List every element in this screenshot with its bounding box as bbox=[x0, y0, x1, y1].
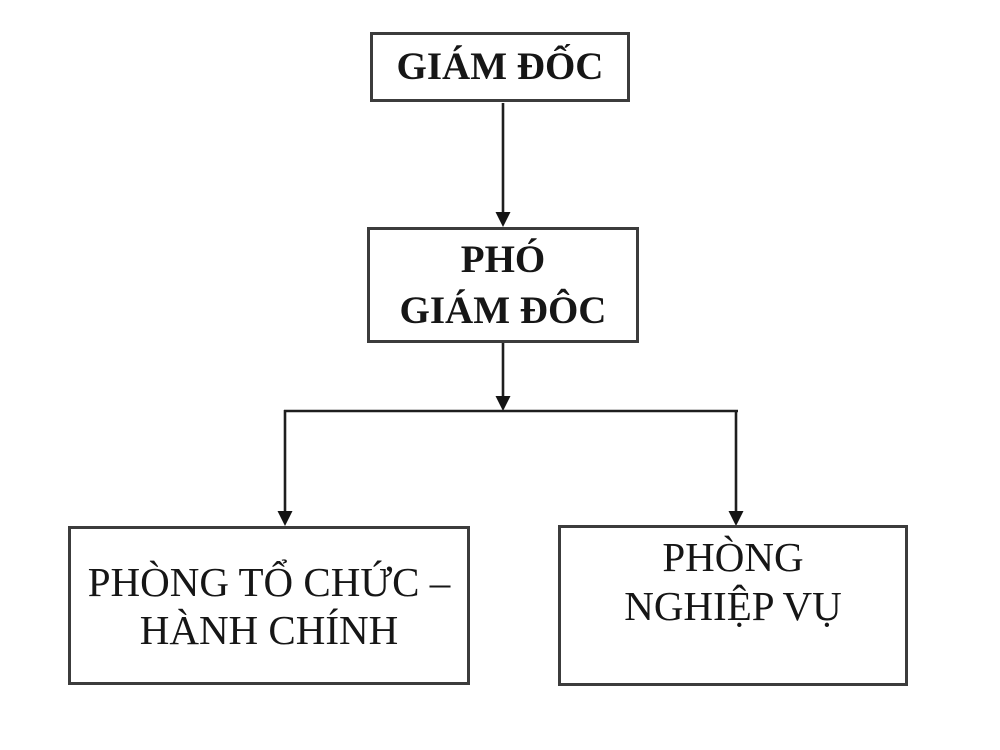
node-phong-to-chuc-label-line2: HÀNH CHÍNH bbox=[139, 606, 399, 653]
arrowhead-admin bbox=[277, 511, 293, 526]
node-pho-giam-doc-label-line1: PHÓ bbox=[460, 238, 546, 281]
arrowhead-junction bbox=[495, 396, 511, 411]
node-phong-nghiep-vu: PHÒNG NGHIỆP VỤ bbox=[558, 525, 908, 686]
node-phong-nghiep-vu-label-line1: PHÒNG bbox=[662, 534, 804, 580]
node-phong-nghiep-vu-label-line2: NGHIỆP VỤ bbox=[624, 583, 842, 629]
node-giam-doc-label: GIÁM ĐỐC bbox=[396, 45, 604, 88]
node-giam-doc: GIÁM ĐỐC bbox=[370, 32, 630, 102]
arrowhead-professional bbox=[728, 511, 744, 526]
node-pho-giam-doc: PHÓ GIÁM ĐÔC bbox=[367, 227, 639, 343]
arrowhead-deputy bbox=[495, 212, 511, 227]
node-phong-to-chuc-hanh-chinh: PHÒNG TỔ CHỨC – HÀNH CHÍNH bbox=[68, 526, 470, 685]
node-phong-to-chuc-label-line1: PHÒNG TỔ CHỨC – bbox=[87, 558, 451, 605]
node-pho-giam-doc-label-line2: GIÁM ĐÔC bbox=[399, 289, 607, 332]
